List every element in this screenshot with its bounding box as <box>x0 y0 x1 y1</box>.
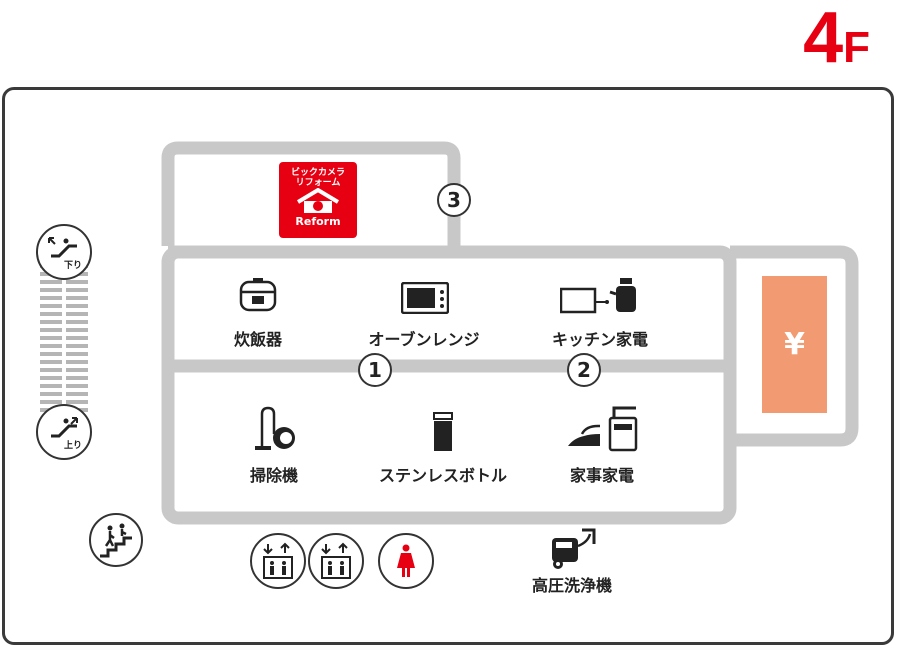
section-label-rice-cooker[interactable]: 炊飯器 <box>233 330 283 349</box>
atm-area[interactable]: ¥ <box>762 276 827 413</box>
section-label-kitchen[interactable]: キッチン家電 <box>551 330 649 349</box>
vacuum-icon <box>255 406 295 450</box>
elevator-icon <box>321 542 351 579</box>
microwave-icon <box>401 282 449 314</box>
stairs-icon <box>100 523 132 558</box>
floor-outline <box>2 87 894 645</box>
elevator-icon <box>263 542 293 579</box>
section-label-housework[interactable]: 家事家電 <box>569 466 635 485</box>
escalator-down-icon <box>48 237 77 258</box>
bottle-icon <box>433 412 453 451</box>
atm-block-wall <box>730 245 859 447</box>
elevator-1[interactable] <box>250 533 306 589</box>
reform-area-wall <box>161 141 461 246</box>
section-label-oven[interactable]: オーブンレンジ <box>368 330 480 349</box>
elevator-2[interactable] <box>308 533 364 589</box>
reform-logo[interactable]: ビックカメラ リフォーム Reform <box>279 162 357 238</box>
aisle-number-1: 1 <box>358 353 392 387</box>
rice-cooker-icon <box>239 278 277 312</box>
reform-line1: ビックカメラ <box>290 168 345 178</box>
floor-number: 4 <box>803 0 843 78</box>
escalator-track <box>40 252 88 422</box>
womens-restroom[interactable] <box>378 533 434 589</box>
aisle-number-2: 2 <box>567 353 601 387</box>
house-icon <box>296 188 340 213</box>
escalator-up[interactable] <box>36 404 92 460</box>
floor-suffix: F <box>843 23 870 72</box>
section-label-pressure-washer[interactable]: 高圧洗浄機 <box>531 576 613 595</box>
womens-restroom-icon <box>397 544 415 577</box>
kitchen-appliance-icon <box>560 278 636 314</box>
yen-icon: ¥ <box>784 327 805 362</box>
floor-badge: 4 F <box>770 2 900 82</box>
stairs[interactable] <box>89 513 143 567</box>
aisle-number-3: 3 <box>437 183 471 217</box>
reform-line2: リフォーム <box>295 178 341 188</box>
escalator-down-label: 下り <box>64 261 83 271</box>
reform-english: Reform <box>295 215 341 228</box>
escalator-up-label: 上り <box>64 441 83 451</box>
section-label-bottle[interactable]: ステンレスボトル <box>378 466 508 485</box>
escalator-up-icon <box>51 417 78 438</box>
section-label-vacuum[interactable]: 掃除機 <box>249 466 299 485</box>
iron-icon <box>568 406 638 452</box>
pressure-washer-icon <box>552 528 596 569</box>
escalator-down[interactable] <box>36 224 92 280</box>
